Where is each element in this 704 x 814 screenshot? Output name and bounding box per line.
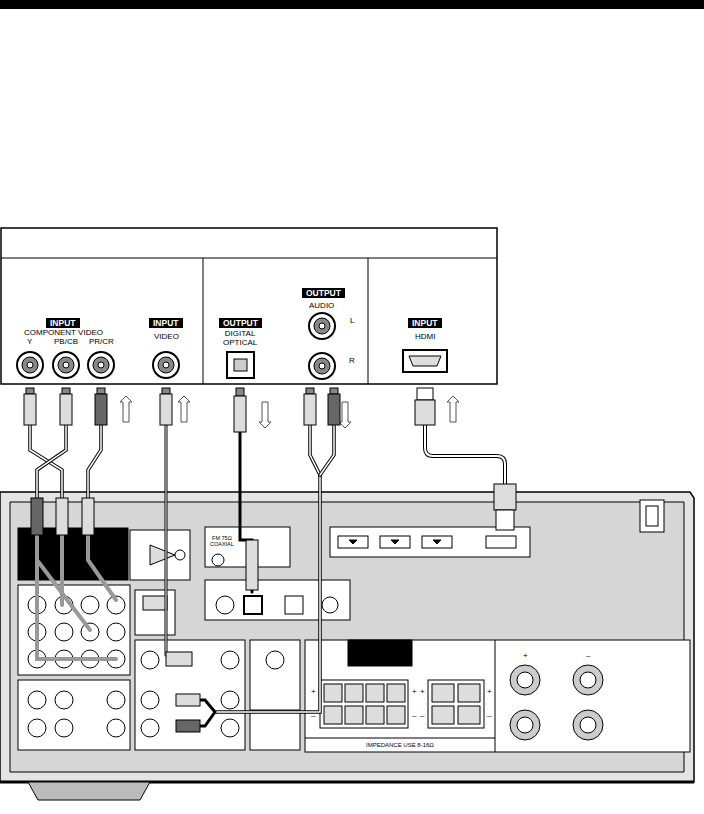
polarity-mark: – bbox=[420, 712, 424, 720]
polarity-mark: – bbox=[412, 712, 416, 720]
jack-label: VIDEO bbox=[154, 332, 179, 341]
jack-tag: INPUT bbox=[408, 318, 442, 328]
cable-plugs bbox=[24, 388, 516, 732]
jack-label: PB/CB bbox=[54, 337, 78, 346]
jack-label: L bbox=[350, 316, 354, 325]
jack-tag: INPUT bbox=[149, 318, 183, 328]
tag-text: OUTPUT bbox=[223, 318, 258, 328]
jack-label: IMPEDANCE USE 8-16Ω bbox=[365, 742, 435, 749]
polarity-mark: – bbox=[311, 712, 315, 720]
polarity-mark: + bbox=[420, 688, 425, 696]
header-rule bbox=[0, 0, 704, 9]
jack-label: R bbox=[349, 356, 355, 365]
tag-text: INPUT bbox=[412, 318, 438, 328]
device-panel bbox=[1, 228, 497, 384]
cables bbox=[30, 425, 505, 726]
jack-tag: OUTPUT bbox=[219, 318, 262, 328]
tag-text: INPUT bbox=[153, 318, 179, 328]
jack-label: DIGITAL OPTICAL bbox=[223, 329, 257, 347]
polarity-mark: + bbox=[311, 688, 316, 696]
receiver-body bbox=[0, 492, 694, 800]
receiver-jacks bbox=[18, 527, 350, 750]
jack-label: Y bbox=[27, 337, 32, 346]
receiver-hdmi-row bbox=[330, 527, 530, 557]
tag-text: OUTPUT bbox=[306, 288, 341, 298]
tag-text: INPUT bbox=[50, 318, 76, 328]
polarity-mark: – bbox=[487, 712, 491, 720]
polarity-mark: + bbox=[487, 688, 492, 696]
jack-label: HDMI bbox=[415, 332, 435, 341]
polarity-mark: – bbox=[586, 652, 590, 660]
jack-label: AUDIO bbox=[309, 301, 334, 310]
speaker-terminals bbox=[305, 640, 690, 752]
jack-label: COMPONENT VIDEO bbox=[24, 328, 103, 337]
polarity-mark: + bbox=[412, 688, 417, 696]
jack-tag: OUTPUT bbox=[302, 288, 345, 298]
device-jacks bbox=[17, 313, 447, 379]
polarity-mark: + bbox=[523, 652, 528, 660]
jack-label: FM 75Ω COAXIAL bbox=[210, 535, 234, 547]
jack-tag: INPUT bbox=[46, 318, 80, 328]
jack-label: PR/CR bbox=[89, 337, 114, 346]
